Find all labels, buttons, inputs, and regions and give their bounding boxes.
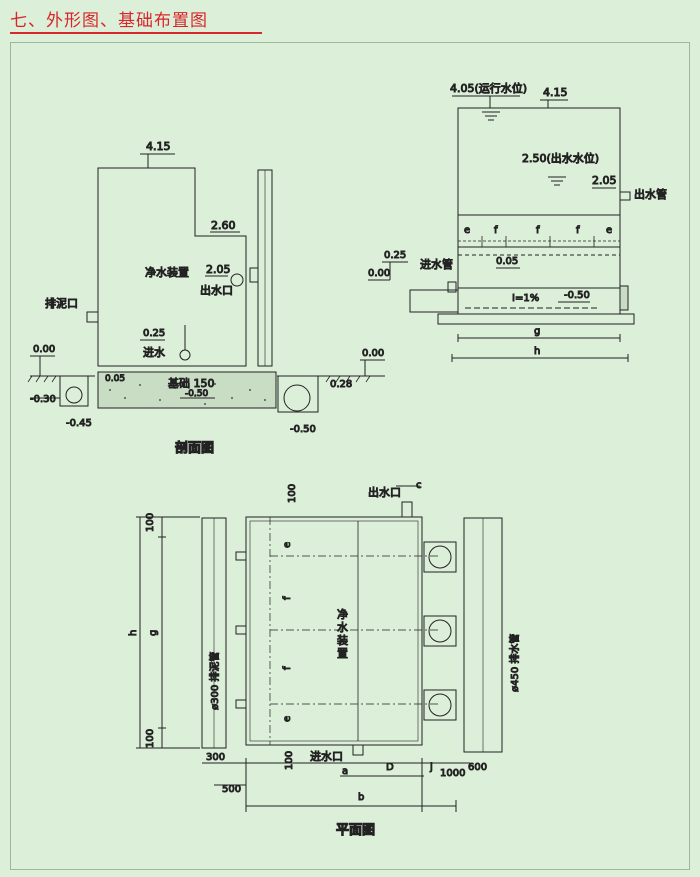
elev-label-dim-e1: e — [464, 225, 470, 236]
section-label-elev-neg050-right: -0.50 — [290, 424, 316, 435]
elev-label-dim-h: h — [534, 346, 540, 357]
valve-icon — [249, 267, 259, 283]
plan-inlet-port — [352, 744, 364, 756]
end-wall — [619, 285, 629, 311]
plan-label-dim-a: a — [342, 766, 348, 777]
elevation-base — [437, 313, 635, 325]
plan-label-dim-e-top: e — [282, 542, 293, 548]
plan-outlet-pits — [423, 541, 457, 721]
sludge-pipe-circle-icon — [65, 386, 83, 404]
section-label-outlet: 出水口 — [200, 283, 233, 297]
section-label-top-elev: 4.15 — [146, 140, 171, 153]
plan-label-device-2: 水 — [337, 621, 348, 634]
plan-label-dim-1000: 1000 — [440, 768, 465, 779]
page-header: 七、外形图、基础布置图 — [0, 0, 700, 42]
drawing-frame — [10, 42, 690, 870]
inlet-valve-icon — [447, 281, 457, 293]
plan-label-dim-500: 500 — [222, 784, 241, 795]
plan-label-outlet-port: 出水口 — [368, 485, 401, 499]
elev-label-elev-025: 0.25 — [384, 250, 406, 261]
plan-label-dim-j: j — [429, 762, 433, 773]
plan-label-dim-f-2: f — [282, 666, 293, 670]
plan-outlet-port — [401, 501, 413, 518]
page-title: 七、外形图、基础布置图 — [10, 11, 208, 31]
section-label-sludge-outlet: 排泥口 — [45, 296, 78, 310]
foundation-slab — [97, 371, 277, 409]
plan-label-dim-100-bottom: 100 — [284, 751, 295, 770]
elev-label-run-level: 4.05(运行水位) — [450, 81, 527, 95]
plan-label-dim-c: c — [416, 480, 422, 491]
out-pipe-stub — [619, 191, 631, 201]
section-label-elev-000-left: 0.00 — [33, 344, 55, 355]
plan-label-device-3: 装 — [337, 634, 348, 647]
elev-label-in-pipe: 进水管 — [420, 257, 453, 271]
elev-label-dim-f3: f — [576, 225, 580, 236]
drain-pit — [277, 375, 319, 413]
section-label-elev-neg030: -0.30 — [30, 394, 56, 405]
section-label-foundation: 基础 150 — [168, 377, 215, 390]
section-label-elev-260: 2.60 — [211, 219, 236, 232]
plan-label-dim-100-left-top: 100 — [145, 513, 156, 532]
section-view: 4.15 2.60 2.05 出水口 净水装置 排泥口 0.00 0.00 0.… — [27, 140, 385, 457]
plan-label-drain-pipe: ø450 排水管 — [508, 634, 521, 692]
plan-label-inlet-port: 进水口 — [310, 750, 343, 763]
elev-label-elev-205: 2.05 — [592, 174, 617, 187]
drain-pipe-circle-icon — [283, 384, 311, 412]
plan-view-caption: 平面图 — [336, 823, 375, 838]
section-label-device: 净水装置 — [145, 265, 189, 279]
elev-label-out-pipe: 出水管 — [634, 187, 667, 201]
elev-label-elev-neg050: -0.50 — [564, 290, 590, 301]
elev-label-dim-e2: e — [606, 225, 612, 236]
elev-label-dim-g: g — [534, 326, 540, 337]
section-label-elev-neg045: -0.45 — [66, 418, 92, 429]
sludge-pit — [59, 375, 89, 407]
plan-label-dim-h: h — [128, 630, 139, 636]
section-label-inlet: 进水 — [143, 346, 165, 359]
section-label-elev-028: 0.28 — [330, 379, 352, 390]
elev-label-elev-000: 0.00 — [368, 268, 390, 279]
plan-label-device-4: 置 — [337, 647, 348, 660]
section-label-elev-000-right: 0.00 — [362, 348, 384, 359]
plan-tank-outer — [245, 516, 423, 746]
section-label-elev-025: 0.25 — [143, 328, 165, 339]
plan-label-device-1: 净 — [337, 607, 348, 621]
plan-label-dim-e-bottom: e — [282, 716, 293, 722]
elevation-view: 4.05(运行水位) 4.15 2.50(出水水位) 2.05 出水管 e f … — [368, 81, 668, 362]
plan-label-dim-600: 600 — [468, 762, 487, 773]
elev-label-out-level: 2.50(出水水位) — [522, 151, 599, 165]
plan-label-dim-100-left-bottom: 100 — [145, 729, 156, 748]
plan-label-sludge-pipe: ø300 排泥管 — [208, 652, 221, 710]
title-underline — [10, 32, 262, 34]
plan-label-dim-b: b — [358, 792, 364, 803]
sludge-outlet-icon — [86, 311, 99, 323]
plan-label-dim-D: D — [386, 762, 394, 773]
elev-label-dim-f2: f — [536, 225, 540, 236]
section-view-caption: 剖面图 — [175, 440, 214, 456]
foundation-dots — [109, 379, 266, 405]
plan-label-dim-100-top: 100 — [287, 484, 298, 503]
ground-hatch — [27, 375, 371, 383]
inlet-pipe-block — [409, 289, 459, 313]
tank-outline — [457, 107, 621, 289]
plan-label-dim-g: g — [148, 630, 159, 636]
elev-label-top-elev: 4.15 — [543, 86, 568, 99]
section-label-elev-205: 2.05 — [206, 263, 231, 276]
elev-label-elev-005: 0.05 — [496, 256, 518, 267]
section-label-elev-005: 0.05 — [105, 374, 125, 384]
plan-label-dim-300: 300 — [206, 752, 225, 763]
plan-label-dim-f-1: f — [282, 596, 293, 600]
elev-label-dim-f1: f — [494, 225, 498, 236]
elev-label-slope: I=1% — [512, 293, 539, 304]
section-label-elev-neg050-mid: -0.50 — [185, 389, 209, 399]
outlet-circle-icon — [230, 273, 244, 287]
plan-view: 100 出水口 c 100 h g 100 e f f e 净 水 装 置 ø3… — [128, 480, 522, 839]
inlet-circle-icon — [179, 349, 191, 361]
